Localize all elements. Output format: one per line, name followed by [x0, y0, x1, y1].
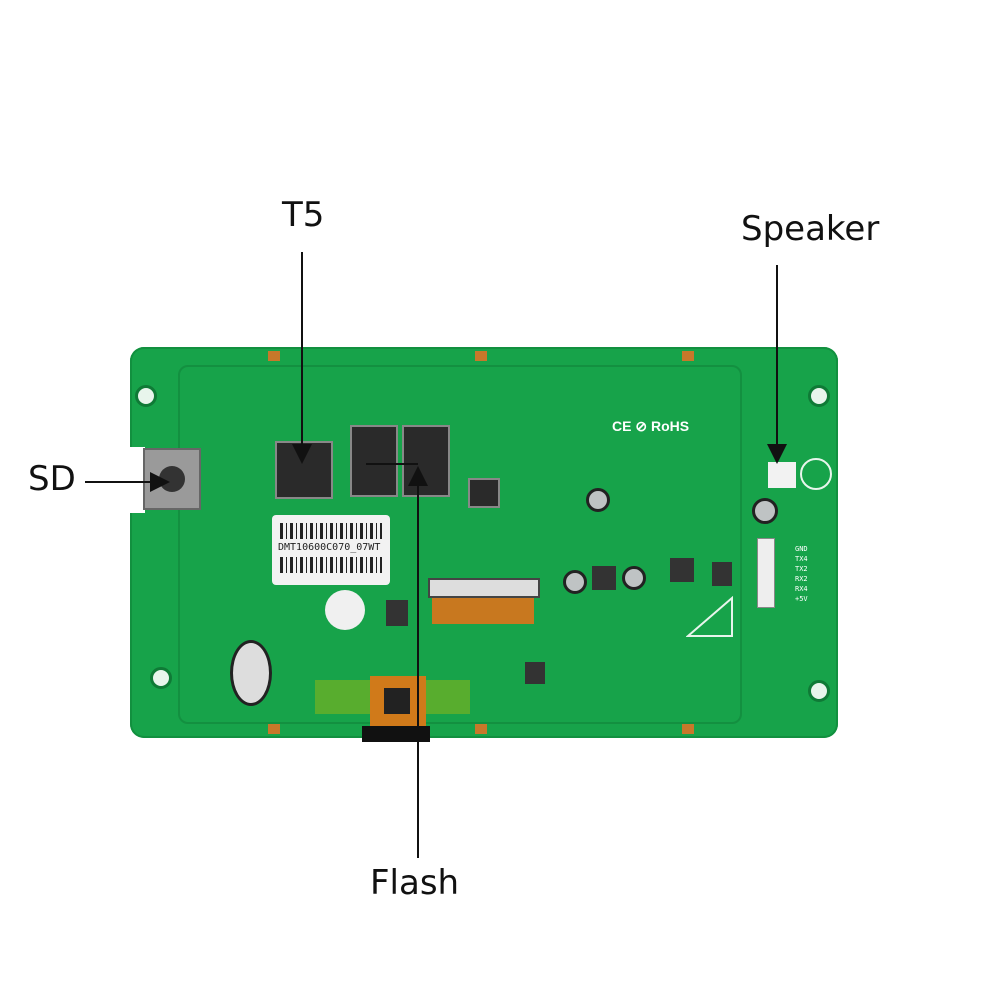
- capacitor: [752, 498, 778, 524]
- fpc-connector: [428, 578, 540, 598]
- warning-triangle-icon: [686, 596, 733, 637]
- battery-holder: [325, 590, 365, 630]
- speaker-pad: [800, 458, 832, 490]
- edge-tab: [268, 724, 280, 734]
- mount-hole: [135, 385, 157, 407]
- ic-chip: [468, 478, 500, 508]
- edge-tab: [682, 724, 694, 734]
- pin-label: +5V: [795, 595, 808, 603]
- pin-label: TX4: [795, 555, 808, 563]
- capacitor: [563, 570, 587, 594]
- board-notch: [125, 447, 145, 513]
- speaker-connector: [768, 462, 796, 488]
- callout-sd-label: SD: [28, 459, 76, 499]
- edge-tab: [682, 351, 694, 361]
- mount-hole: [150, 667, 172, 689]
- board-trace: [178, 365, 742, 724]
- callout-speaker-label: Speaker: [741, 209, 880, 249]
- inductor: [670, 558, 694, 582]
- mount-hole: [808, 680, 830, 702]
- ic-chip: [712, 562, 732, 586]
- certification-marks: CE ⊘ RoHS: [612, 418, 690, 434]
- model-label: DMT10600C070_07WT: [278, 542, 381, 553]
- capacitor: [622, 566, 646, 590]
- flex-tail: [362, 726, 430, 742]
- pin-label: RX4: [795, 585, 808, 593]
- barcode: [280, 557, 382, 573]
- edge-tab: [475, 724, 487, 734]
- flex-cable: [432, 598, 534, 624]
- pin-label: GND: [795, 545, 808, 553]
- pin-label: TX2: [795, 565, 808, 573]
- pin-label: RX2: [795, 575, 808, 583]
- edge-tab: [268, 351, 280, 361]
- uart-connector: [757, 538, 775, 608]
- flash-chip: [350, 425, 398, 497]
- model-sticker: DMT10600C070_07WT: [272, 515, 390, 585]
- ic-chip: [525, 662, 545, 684]
- callout-flash-label: Flash: [370, 863, 460, 903]
- capacitor: [586, 488, 610, 512]
- edge-tab: [475, 351, 487, 361]
- inductor: [592, 566, 616, 590]
- buzzer: [230, 640, 272, 706]
- barcode: [280, 523, 382, 539]
- mount-hole: [808, 385, 830, 407]
- touch-flex-connector: [370, 676, 426, 734]
- inductor: [386, 600, 408, 626]
- callout-t5-label: T5: [282, 195, 325, 235]
